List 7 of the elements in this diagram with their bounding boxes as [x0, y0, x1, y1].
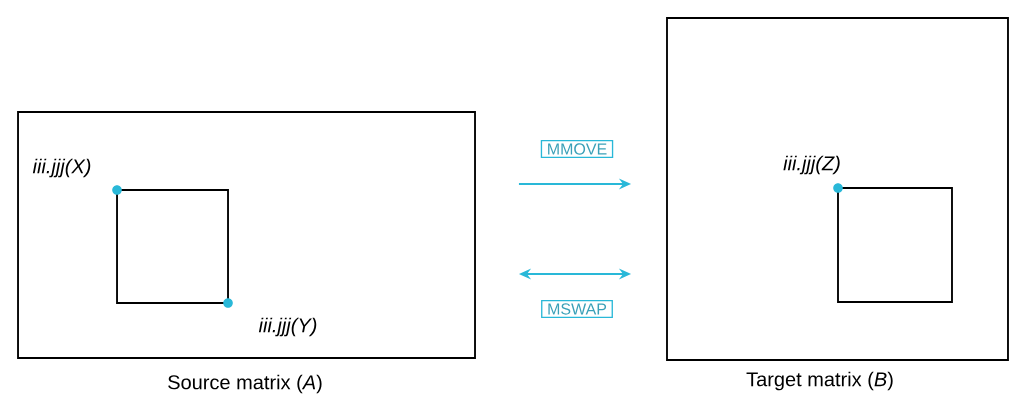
- matrix-label: Target matrix (B): [746, 371, 893, 391]
- edge-label: MMOVE: [540, 140, 614, 158]
- edge-label: MSWAP: [541, 300, 613, 318]
- address-label: iii.jjj(Y): [258, 317, 317, 337]
- address-label: iii.jjj(Z): [783, 155, 840, 175]
- address-label: iii.jjj(X): [32, 158, 91, 178]
- matrix-label: Source matrix (A): [168, 374, 322, 394]
